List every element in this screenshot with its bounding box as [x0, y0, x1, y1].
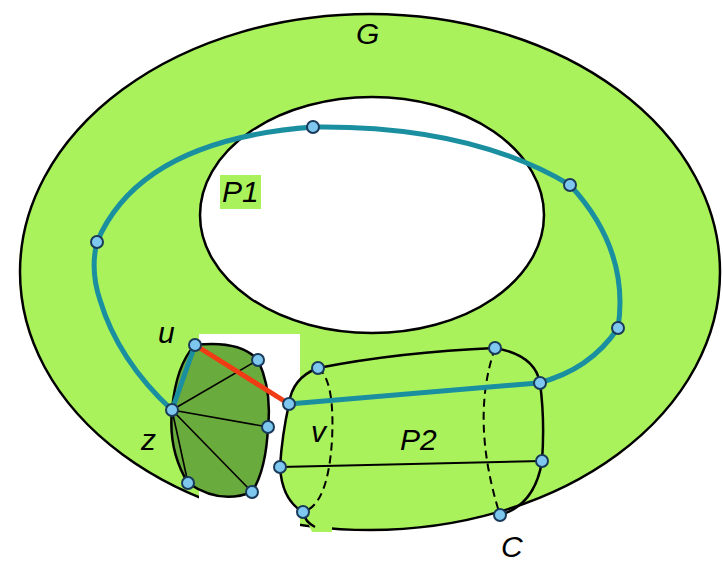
path-segment	[172, 345, 195, 410]
cycle-back	[484, 348, 500, 515]
tube-end	[280, 366, 332, 532]
cycle-front	[495, 348, 543, 515]
cut-disk	[171, 344, 269, 497]
label: P2	[398, 423, 439, 457]
path-p1	[94, 127, 620, 410]
torus-body	[20, 14, 720, 530]
tube-rim-back	[303, 368, 332, 512]
vertex-dots	[91, 121, 624, 521]
label: v	[309, 415, 328, 449]
label: C	[501, 530, 523, 564]
torus-hole	[200, 97, 544, 333]
label: z	[139, 423, 158, 457]
label: P1	[220, 175, 261, 209]
label: u	[158, 316, 175, 350]
label: G	[356, 17, 379, 51]
tube-line	[280, 461, 542, 467]
tube-edge	[318, 348, 495, 368]
edge-uv	[195, 345, 289, 404]
